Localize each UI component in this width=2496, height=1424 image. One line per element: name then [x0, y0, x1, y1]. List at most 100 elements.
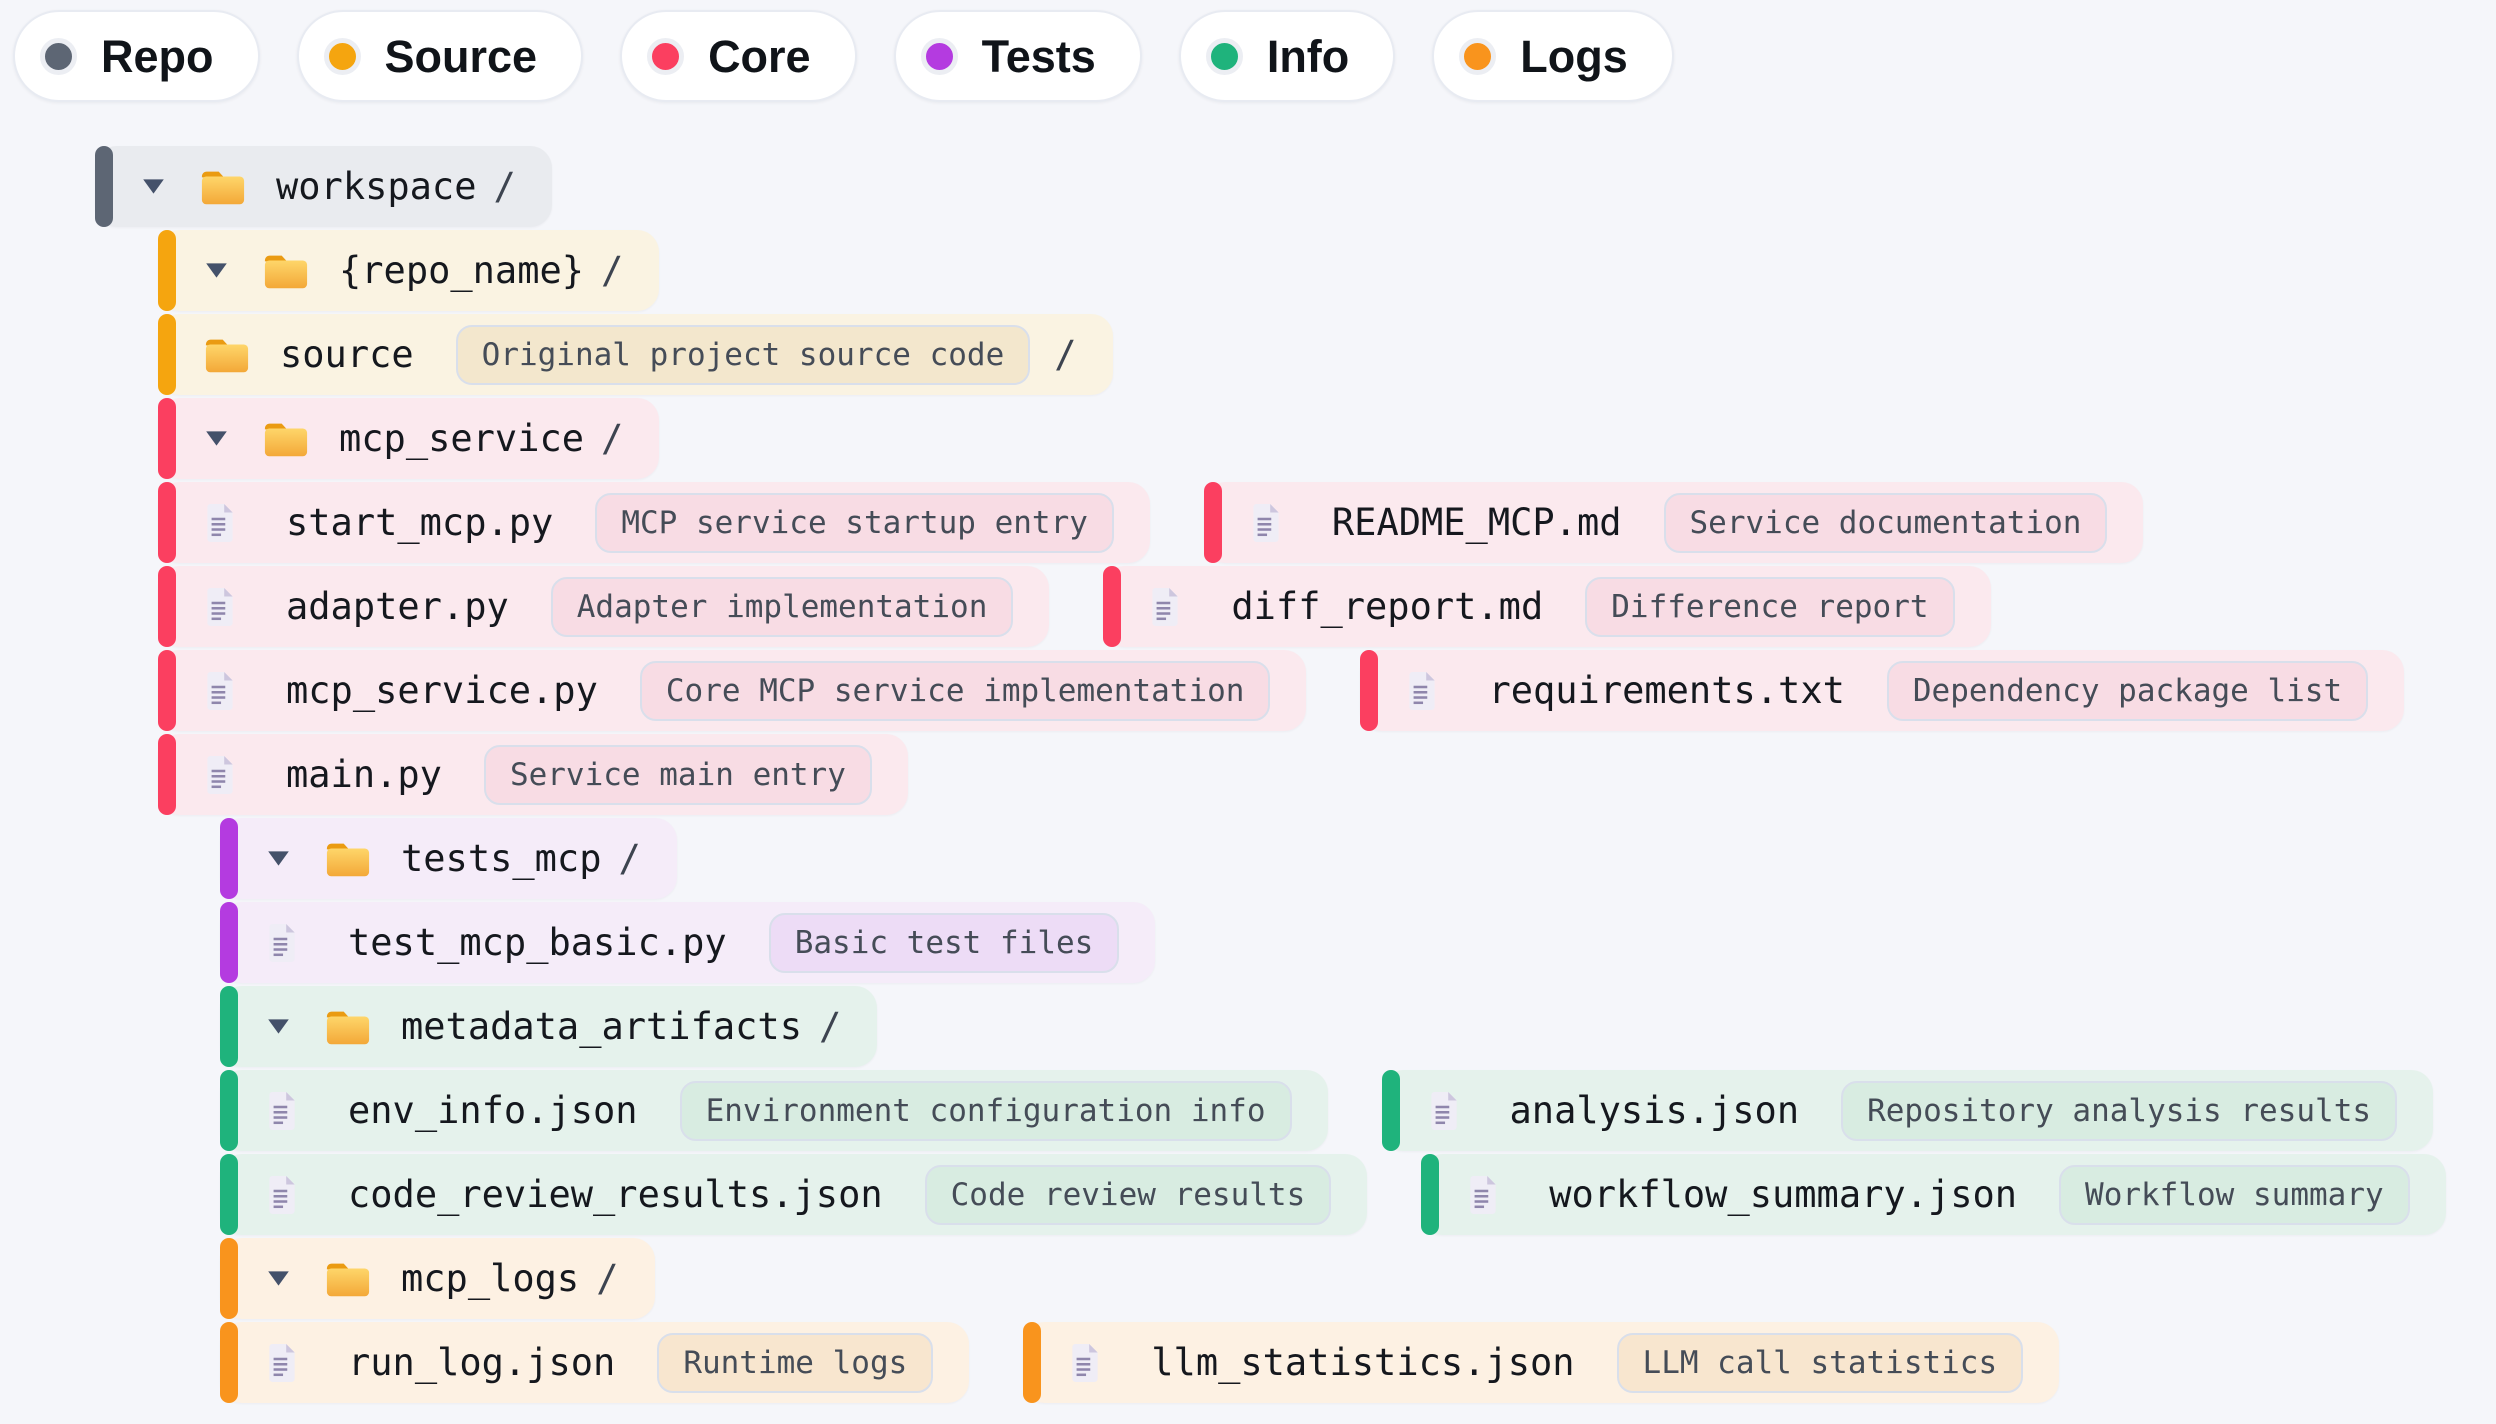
accent-bar: [158, 566, 176, 647]
file-workflow-summary-json[interactable]: workflow_summary.json Workflow summary: [1421, 1154, 2446, 1235]
accent-bar: [158, 314, 176, 395]
folder-name: workspace: [276, 165, 477, 208]
file-llm-statistics-json[interactable]: llm_statistics.json LLM call statistics: [1023, 1322, 2060, 1403]
tree-row: metadata_artifacts /: [220, 986, 2496, 1067]
file-name: code_review_results.json: [348, 1173, 883, 1216]
caret-down-icon[interactable]: [266, 849, 291, 868]
tree-row: source Original project source code /: [158, 314, 2496, 395]
accent-bar: [1103, 566, 1122, 647]
accent-bar: [1421, 1154, 1440, 1235]
folder-icon: [263, 419, 309, 459]
accent-bar: [220, 986, 238, 1067]
legend-label: Info: [1266, 30, 1350, 82]
folder-mcp-service[interactable]: mcp_service /: [158, 398, 660, 479]
file-description-badge: Code review results: [924, 1164, 1332, 1225]
file-description-badge: Adapter implementation: [550, 576, 1014, 637]
file-icon: [266, 1175, 298, 1215]
tree-row: mcp_service.py Core MCP service implemen…: [158, 650, 2496, 731]
file-icon: [1250, 503, 1282, 543]
file-diff-report-md[interactable]: diff_report.md Difference report: [1103, 566, 1991, 647]
folder-icon: [325, 1007, 371, 1047]
tree-row: env_info.json Environment configuration …: [220, 1070, 2496, 1151]
legend-item-tests[interactable]: Tests: [893, 10, 1142, 102]
file-name: main.py: [286, 753, 442, 796]
folder-name: mcp_service: [339, 417, 585, 460]
tree-row: mcp_service /: [158, 398, 2496, 479]
legend-dot-repo: [40, 37, 77, 75]
file-start-mcp-py[interactable]: start_mcp.py MCP service startup entry: [158, 482, 1150, 563]
legend-label: Logs: [1520, 30, 1628, 82]
caret-down-icon[interactable]: [266, 1269, 291, 1288]
folder-description-badge: Original project source code: [455, 324, 1031, 385]
file-mcp-service-py[interactable]: mcp_service.py Core MCP service implemen…: [158, 650, 1307, 731]
accent-bar: [220, 1070, 238, 1151]
file-test-mcp-basic-py[interactable]: test_mcp_basic.py Basic test files: [220, 902, 1156, 983]
file-requirements-txt[interactable]: requirements.txt Dependency package list: [1360, 650, 2405, 731]
file-readme-mcp-md[interactable]: README_MCP.md Service documentation: [1203, 482, 2144, 563]
folder-icon: [325, 839, 371, 879]
accent-bar: [158, 650, 176, 731]
tree-row: run_log.json Runtime logs llm_statistics…: [220, 1322, 2496, 1403]
file-analysis-json[interactable]: analysis.json Repository analysis result…: [1381, 1070, 2434, 1151]
file-tree: workspace / {repo_name} / source Origina…: [0, 146, 2496, 1403]
folder-tests-mcp[interactable]: tests_mcp /: [220, 818, 677, 899]
file-main-py[interactable]: main.py Service main entry: [158, 734, 908, 815]
file-description-badge: Basic test files: [768, 912, 1120, 973]
file-name: test_mcp_basic.py: [348, 921, 727, 964]
file-icon: [1467, 1175, 1499, 1215]
file-icon: [204, 671, 236, 711]
folder-name: metadata_artifacts: [401, 1005, 802, 1048]
file-icon: [266, 923, 298, 963]
folder-repo-name[interactable]: {repo_name} /: [158, 230, 660, 311]
accent-bar: [95, 146, 113, 227]
caret-down-icon[interactable]: [141, 177, 166, 196]
folder-mcp-logs[interactable]: mcp_logs /: [220, 1238, 655, 1319]
folder-icon: [325, 1259, 371, 1299]
file-description-badge: Difference report: [1585, 576, 1955, 637]
caret-down-icon[interactable]: [266, 1017, 291, 1036]
accent-bar: [158, 398, 176, 479]
legend-dot-source: [323, 37, 361, 75]
file-description-badge: Dependency package list: [1886, 660, 2369, 721]
file-env-info-json[interactable]: env_info.json Environment configuration …: [220, 1070, 1328, 1151]
legend-item-info[interactable]: Info: [1178, 10, 1396, 102]
file-name: README_MCP.md: [1331, 501, 1622, 544]
file-name: env_info.json: [348, 1089, 638, 1132]
tree-row: code_review_results.json Code review res…: [220, 1154, 2496, 1235]
file-code-review-results-json[interactable]: code_review_results.json Code review res…: [220, 1154, 1368, 1235]
tree-row: tests_mcp /: [220, 818, 2496, 899]
folder-name: source: [280, 333, 414, 376]
legend-dot-logs: [1459, 37, 1497, 75]
file-icon: [204, 587, 236, 627]
file-description-badge: Service documentation: [1663, 492, 2108, 553]
file-name: analysis.json: [1509, 1089, 1800, 1132]
file-description-badge: Workflow summary: [2059, 1164, 2410, 1225]
legend-item-source[interactable]: Source: [296, 10, 584, 102]
caret-down-icon[interactable]: [204, 261, 229, 280]
file-adapter-py[interactable]: adapter.py Adapter implementation: [158, 566, 1050, 647]
tree-row: test_mcp_basic.py Basic test files: [220, 902, 2496, 983]
accent-bar: [220, 818, 238, 899]
file-name: mcp_service.py: [286, 669, 598, 712]
accent-bar: [220, 1322, 238, 1403]
file-name: workflow_summary.json: [1549, 1173, 2018, 1216]
file-run-log-json[interactable]: run_log.json Runtime logs: [220, 1322, 970, 1403]
legend-item-repo[interactable]: Repo: [13, 10, 260, 102]
legend-item-core[interactable]: Core: [620, 10, 857, 102]
file-icon: [1069, 1343, 1101, 1383]
folder-source[interactable]: source Original project source code /: [158, 314, 1113, 395]
accent-bar: [220, 1154, 238, 1235]
accent-bar: [1360, 650, 1379, 731]
file-description-badge: Environment configuration info: [679, 1080, 1292, 1141]
file-icon: [266, 1091, 298, 1131]
folder-metadata-artifacts[interactable]: metadata_artifacts /: [220, 986, 878, 1067]
accent-bar: [1381, 1070, 1400, 1151]
tree-row: adapter.py Adapter implementation diff_r…: [158, 566, 2496, 647]
file-description-badge: LLM call statistics: [1616, 1332, 2024, 1393]
legend-item-logs[interactable]: Logs: [1432, 10, 1674, 102]
folder-workspace[interactable]: workspace /: [95, 146, 552, 227]
folder-icon: [263, 251, 309, 291]
file-description-badge: Service main entry: [483, 744, 872, 805]
tree-row: workspace /: [95, 146, 2496, 227]
caret-down-icon[interactable]: [204, 429, 229, 448]
